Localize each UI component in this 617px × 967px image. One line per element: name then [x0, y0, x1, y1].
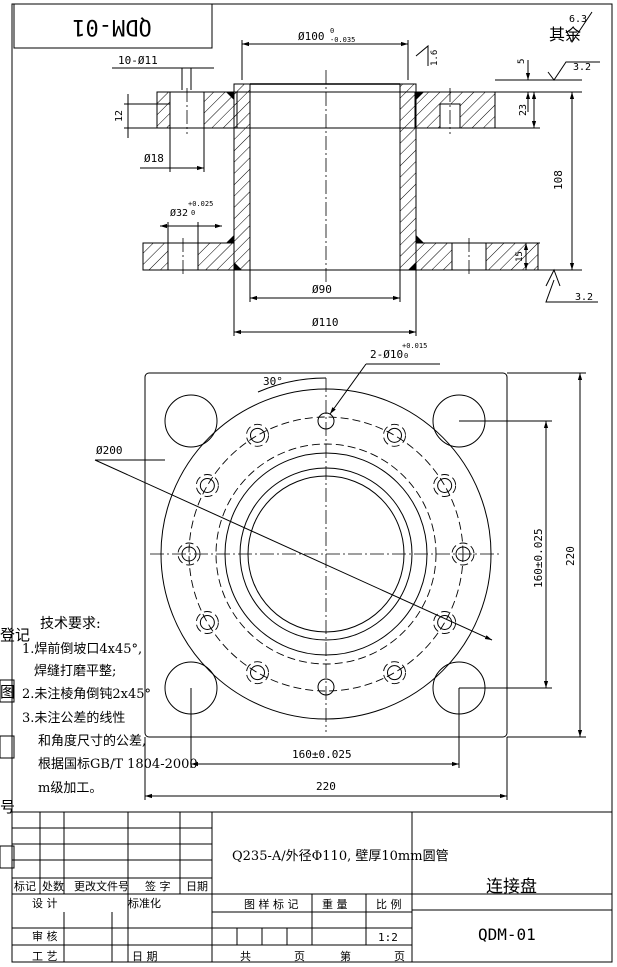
tech-line: 根据国标GB/T 1804-2000 [38, 757, 198, 772]
bolt-hole [437, 478, 453, 493]
bolt-hole [387, 665, 402, 681]
dim-pins-upper: +0.015 [402, 342, 427, 350]
roughness-other: 其余 6.3 [549, 11, 593, 44]
bolt-hole-counterbore [195, 474, 219, 497]
process-label: 工 艺 [32, 950, 58, 963]
dim-h12: 12 [114, 110, 125, 122]
dim-d100: Ø100 [298, 30, 325, 43]
dim-h5: 5 [517, 59, 527, 64]
tech-line: 和角度尺寸的公差, [38, 733, 146, 749]
dim-pins: 2-Ø10 [370, 348, 403, 361]
side-labels: 登记 图 号 [0, 626, 30, 869]
scale-value: 1:2 [378, 931, 398, 944]
bolt-hole [199, 478, 215, 493]
roughness-other-label: 其余 [549, 25, 581, 44]
drawing-border [11, 3, 613, 963]
side-label: 图 [0, 683, 15, 701]
tech-line: 1.焊前倒坡口4x45°, [22, 641, 142, 657]
pin-hole [317, 412, 335, 430]
drawing-number: QDM-01 [478, 925, 536, 944]
bolt-hole [437, 615, 453, 630]
dim-d18: Ø18 [144, 152, 164, 165]
sheet-label: 第 [340, 949, 351, 963]
dim-holes-11: 10-Ø11 [118, 54, 158, 67]
dim-h160: 160±0.025 [292, 748, 352, 761]
dim-d100-lower: -0.035 [330, 36, 355, 44]
dim-h220: 220 [316, 780, 336, 793]
dim-v220: 220 [564, 546, 577, 566]
page-label: 页 [294, 950, 305, 963]
rotated-code-box: QDM-01 [13, 3, 213, 49]
bolt-hole-counterbore [195, 611, 219, 634]
roughness-3-2-top: 3.2 [573, 62, 591, 73]
bolt-hole [199, 615, 215, 630]
dim-pins-lower: 0 [404, 352, 408, 360]
dim-d110: Ø110 [312, 316, 339, 329]
plan-view: Ø200 2-Ø10 +0.015 0 30° 160±0.025 220 16… [94, 342, 586, 800]
rev-header: 签 字 [145, 879, 171, 893]
side-label: 号 [0, 798, 15, 816]
square-base-plate [144, 372, 508, 738]
dim-d32-lower: 0 [191, 209, 195, 217]
dim-h15: 15 [515, 251, 525, 262]
tech-line: 3.未注公差的线性 [22, 710, 125, 726]
roughness-3-2-bottom: 3.2 [575, 292, 593, 303]
rev-header: 更改文件号 [74, 879, 129, 893]
tech-line: 焊缝打磨平整; [34, 663, 116, 679]
bolt-hole-counterbore [246, 661, 269, 685]
sheet-page-label: 页 [394, 950, 405, 963]
roughness-1-6: 1.6 [430, 50, 440, 66]
rev-header: 日期 [186, 880, 208, 893]
bolt-hole-counterbore [246, 423, 269, 447]
rotated-drawing-code: QDM-01 [72, 14, 151, 39]
bolt-hole-counterbore [383, 423, 406, 447]
rev-header: 标记 [14, 879, 36, 893]
audit-label: 审 核 [32, 929, 58, 943]
weight-label: 重 量 [322, 897, 348, 911]
tech-requirements: 技术要求: 1.焊前倒坡口4x45°, 焊缝打磨平整; 2.未注棱角倒钝2x45… [22, 616, 198, 796]
rev-header: 处数 [42, 880, 64, 893]
dim-d90: Ø90 [312, 283, 332, 296]
bolt-hole-counterbore [451, 542, 475, 566]
bolt-hole [181, 546, 197, 562]
bolt-hole-counterbore [177, 542, 201, 566]
dim-h23: 23 [518, 104, 529, 116]
roughness-other-value: 6.3 [569, 14, 587, 25]
sample-mark-label: 图 样 标 记 [244, 897, 299, 911]
title-block: Q235-A/外径Φ110, 壁厚10mm圆管 连接盘 QDM-01 标记 处数… [12, 811, 612, 963]
pin-hole [317, 678, 335, 696]
dim-h108: 108 [552, 170, 565, 190]
bolt-hole [455, 546, 471, 562]
tech-line: m级加工。 [38, 781, 102, 796]
bolt-hole-counterbore [433, 611, 457, 634]
bolt-holes [177, 423, 475, 685]
tech-title: 技术要求: [40, 616, 101, 632]
section-view: Ø100 0 -0.035 1.6 10-Ø11 12 Ø18 Ø32 +0.0… [112, 27, 600, 336]
bolt-hole [250, 427, 265, 443]
bolt-hole [387, 427, 402, 443]
date-label: 日 期 [132, 950, 158, 963]
total-label: 共 [240, 950, 251, 963]
standardization-label: 标准化 [128, 896, 161, 910]
dim-d100-upper: 0 [330, 27, 334, 35]
scale-label: 比 例 [376, 897, 402, 911]
bolt-hole-counterbore [383, 661, 406, 685]
design-label: 设 计 [32, 897, 58, 910]
part-name: 连接盘 [486, 877, 537, 897]
corner-hole [164, 394, 218, 448]
left-tube-wall [233, 83, 251, 271]
bolt-hole [250, 665, 265, 681]
dim-d200: Ø200 [96, 444, 123, 457]
dim-angle: 30° [263, 375, 283, 388]
dim-v160: 160±0.025 [532, 528, 545, 588]
bolt-hole-counterbore [433, 474, 457, 497]
right-tube-wall [399, 83, 417, 271]
material-spec: Q235-A/外径Φ110, 壁厚10mm圆管 [232, 849, 449, 864]
side-label: 登记 [0, 626, 30, 644]
dim-d32: Ø32 [170, 207, 188, 219]
dim-d32-upper: +0.025 [188, 200, 213, 208]
tech-line: 2.未注棱角倒钝2x45° [22, 686, 151, 702]
